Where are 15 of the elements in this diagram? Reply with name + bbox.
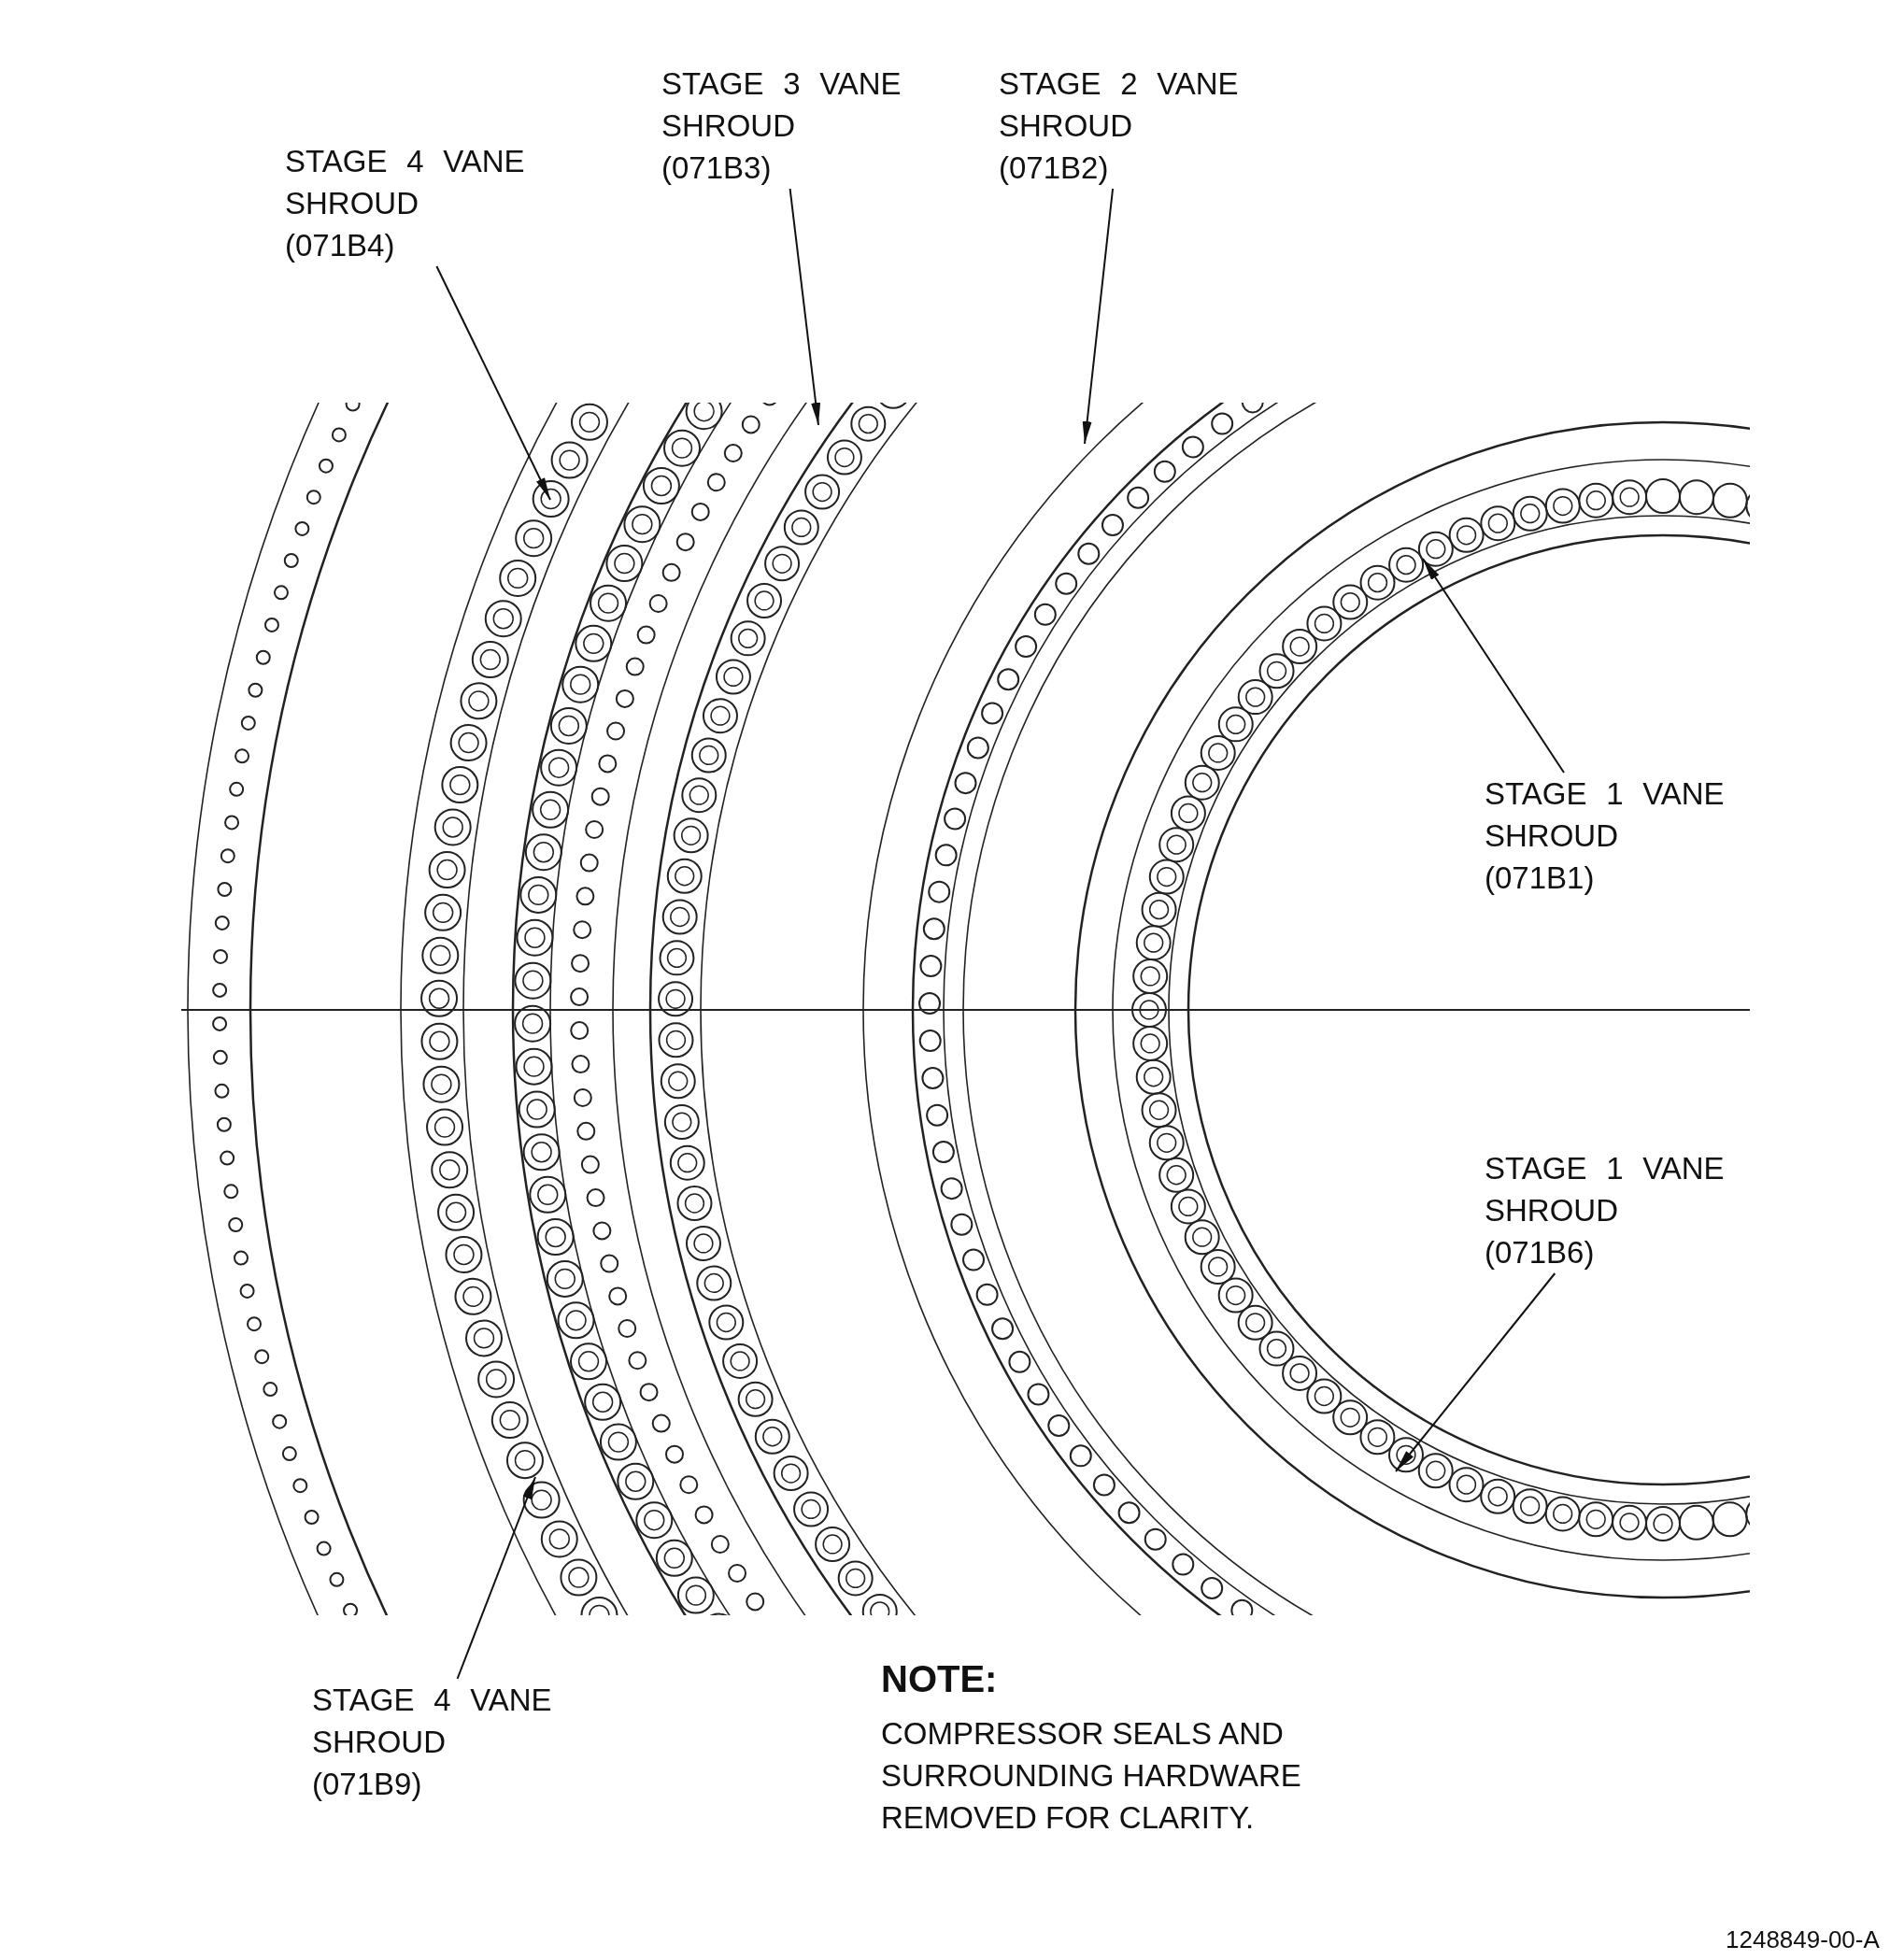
leader-line (1395, 1272, 1556, 1472)
callout-label: STAGE 1 VANE SHROUD (071B6) (1485, 1147, 1727, 1273)
leader-line (1422, 558, 1565, 774)
leader-line (456, 1476, 536, 1680)
callout-label: STAGE 4 VANE SHROUD (071B9) (312, 1679, 555, 1805)
note-heading: NOTE: (881, 1657, 998, 1701)
drawing-number: 1248849-00-A (1726, 1924, 1880, 1954)
leader-line (789, 188, 821, 426)
note-text: COMPRESSOR SEALS AND SURROUNDING HARDWARE REMOVED FOR CLARITY. (881, 1715, 1302, 1837)
leader-line (435, 265, 551, 501)
callout-label: STAGE 2 VANE SHROUD (071B2) (999, 63, 1242, 189)
callout-label: STAGE 4 VANE SHROUD (071B4) (285, 140, 528, 266)
callout-label: STAGE 3 VANE SHROUD (071B3) (661, 63, 904, 189)
leader-line (1082, 188, 1115, 445)
callout-label: STAGE 1 VANE SHROUD (071B1) (1485, 773, 1727, 899)
